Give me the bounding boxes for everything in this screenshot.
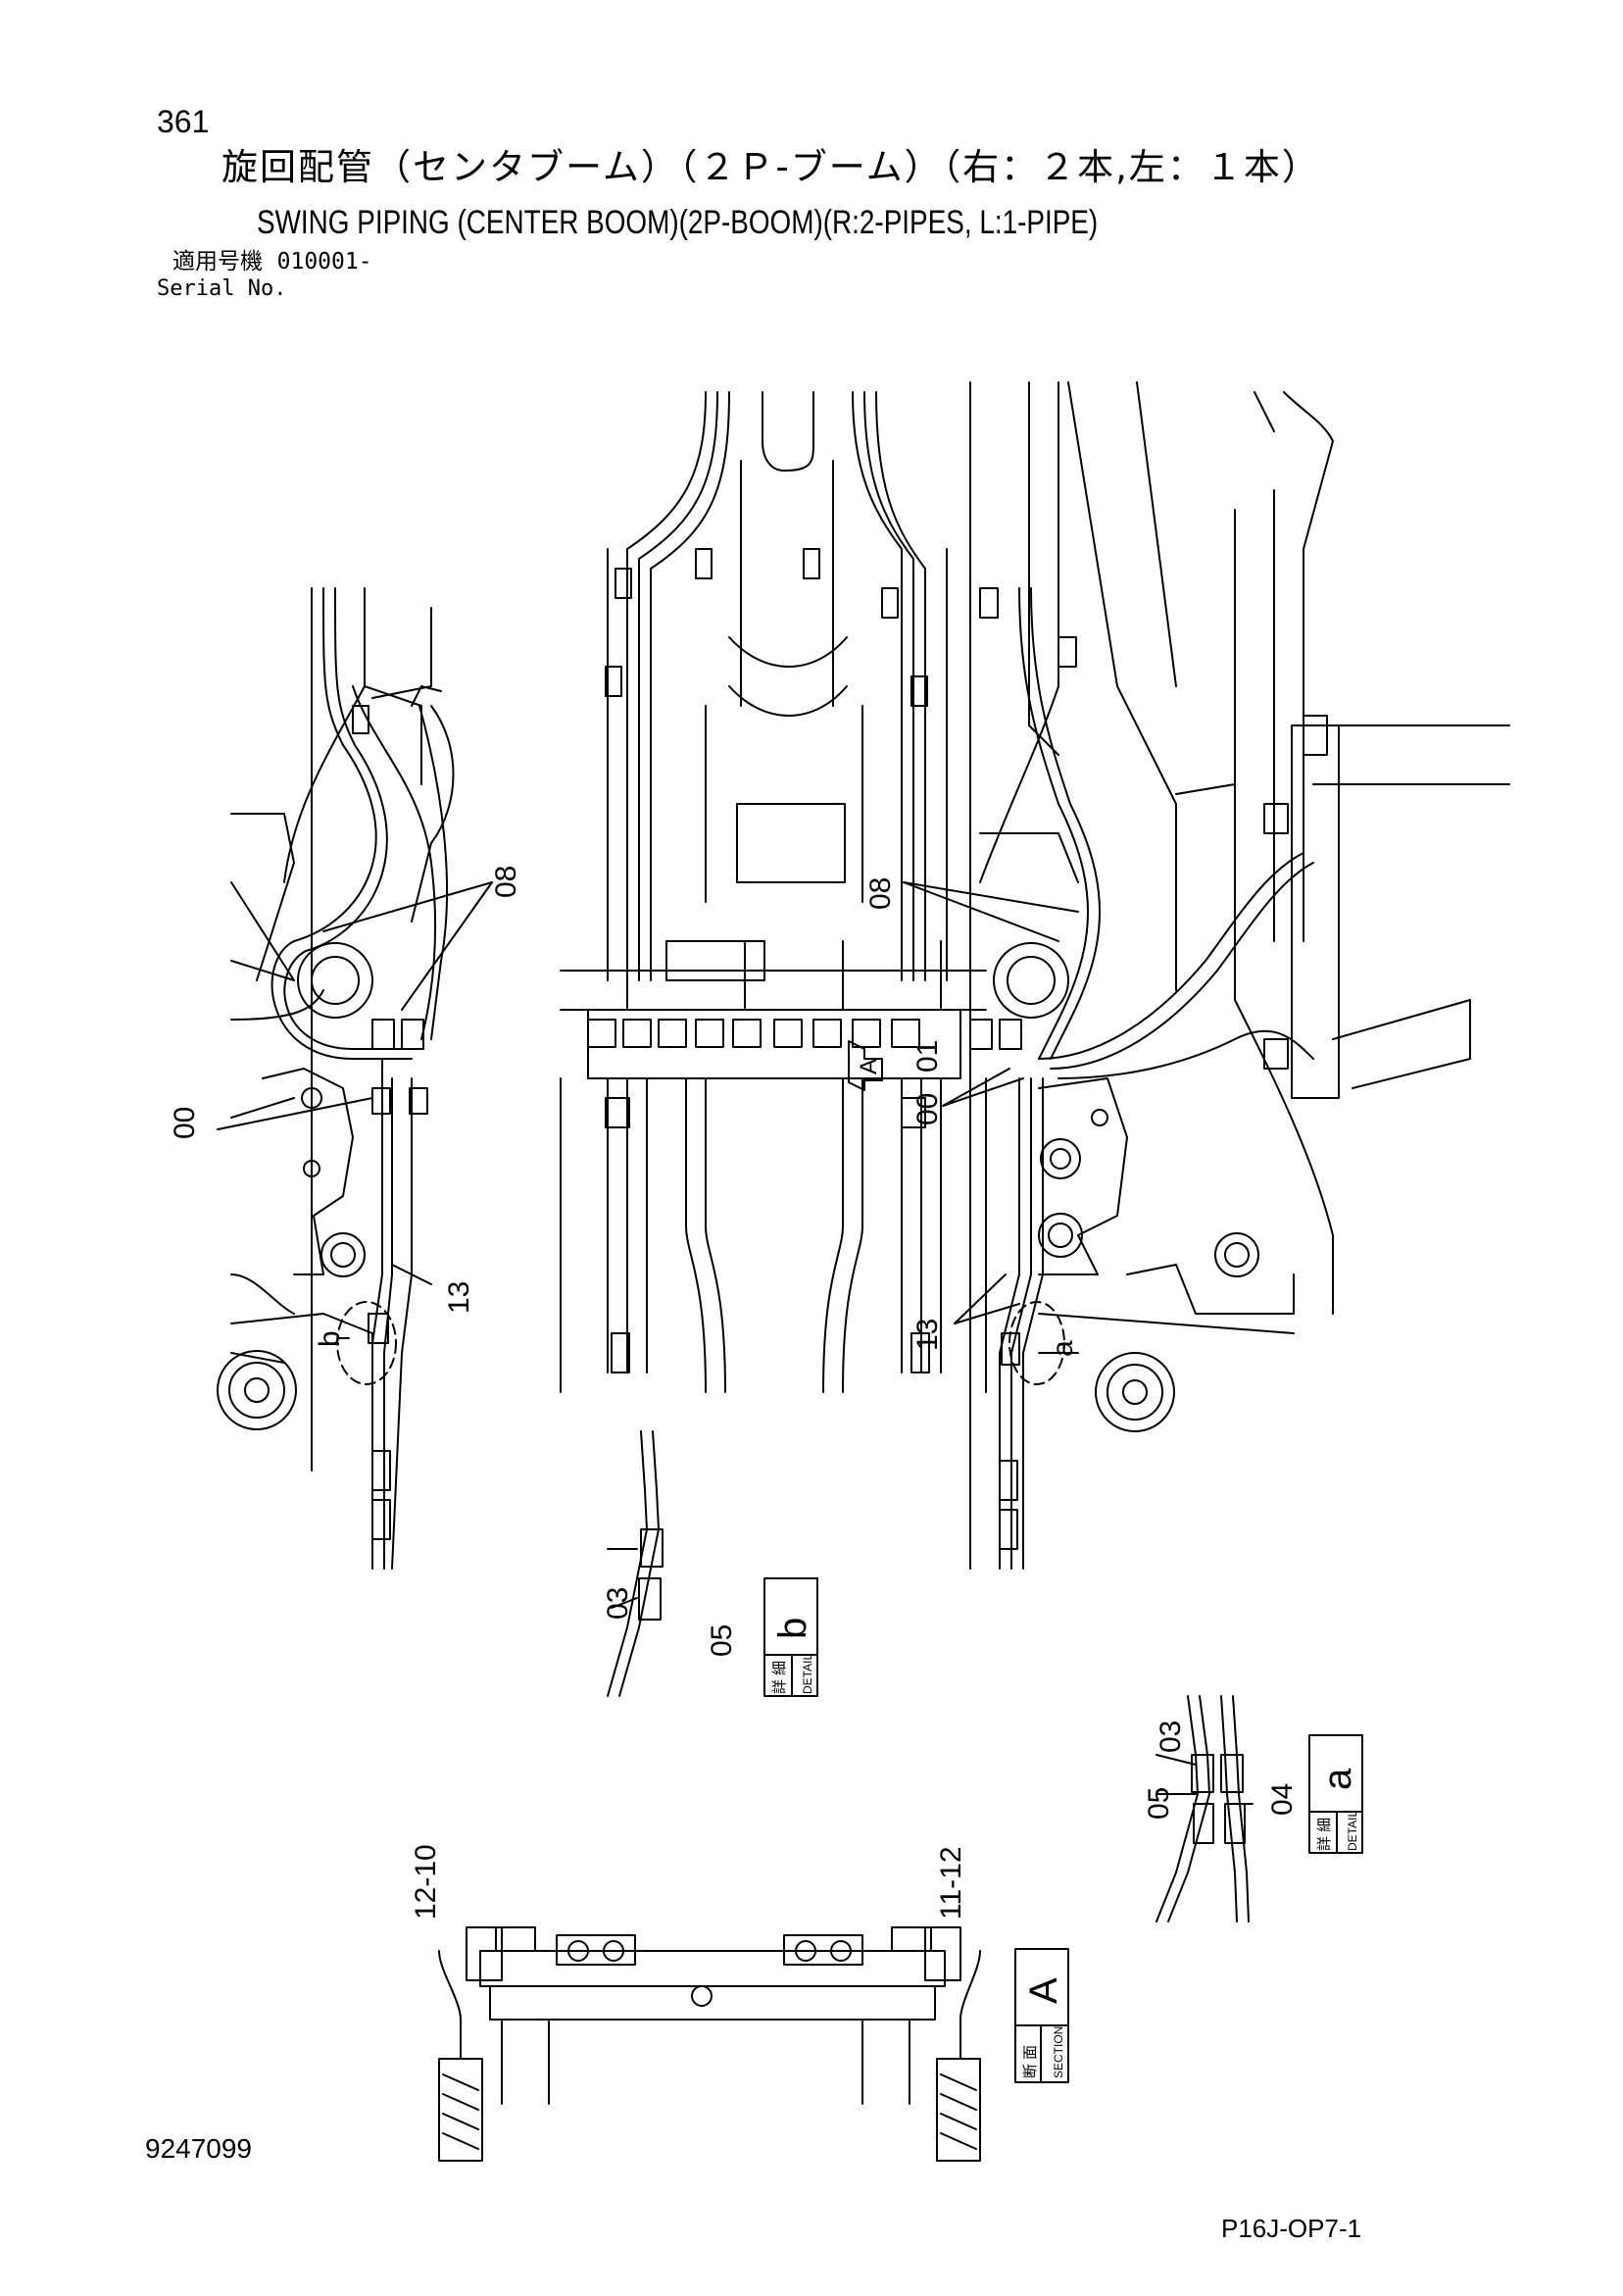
callout-a-right: a [1047, 1340, 1079, 1357]
serial-label-en: Serial No. [157, 276, 287, 301]
callout-08-right: 08 [864, 877, 897, 910]
detail-a-letter: a [1316, 1768, 1359, 1790]
callout-12-10-section: 12-10 [410, 1844, 442, 1920]
section-a-en: SECTION [1052, 2026, 1065, 2078]
callout-04-detail-a: 04 [1266, 1783, 1299, 1816]
callout-00-left: 00 [169, 1107, 201, 1139]
document-number: 9247099 [145, 2133, 253, 2164]
detail-a-drawing [1156, 1695, 1254, 1922]
right-view [903, 381, 1510, 1570]
section-a-jp: 断 面 [1022, 2045, 1039, 2078]
title-japanese: 旋回配管（センタブーム）（２Ｐ-ブーム）（右：２本,左：１本） [221, 146, 1320, 188]
callout-b-left: b [314, 1330, 346, 1347]
detail-b-letter: b [771, 1618, 814, 1639]
detail-b-drawing [607, 1430, 664, 1697]
detail-a-jp: 詳 細 [1316, 1818, 1333, 1851]
serial-applicable: 適用号機 010001- [172, 251, 372, 274]
detail-b-en: DETAIL [801, 1654, 814, 1694]
section-a-letter: A [1022, 1977, 1065, 2004]
callout-05-detail-b: 05 [706, 1624, 738, 1657]
page-code: P16J-OP7-1 [1221, 2214, 1362, 2243]
callout-11-12-section: 11-12 [935, 1846, 967, 1920]
section-a-drawing [438, 1926, 981, 2162]
detail-a-en: DETAIL [1346, 1811, 1359, 1851]
left-view [217, 587, 493, 1570]
callout-00-right: 00 [911, 1093, 944, 1125]
callout-03-detail-b: 03 [602, 1587, 634, 1620]
callout-03-detail-a: 03 [1155, 1721, 1187, 1753]
callout-13-left: 13 [443, 1281, 475, 1314]
callout-01-right: 01 [911, 1040, 944, 1073]
center-view [560, 391, 987, 1393]
callout-05-detail-a: 05 [1143, 1787, 1175, 1820]
view-arrow-a: A [856, 1059, 882, 1074]
callout-13-right: 13 [911, 1319, 944, 1351]
serial-label-jp: 適用号機 [172, 249, 263, 275]
callout-08-left: 08 [490, 866, 522, 898]
detail-b-jp: 詳 細 [771, 1661, 788, 1694]
page-number: 361 [157, 104, 210, 139]
title-english: SWING PIPING (CENTER BOOM)(2P-BOOM)(R:2-… [257, 204, 1099, 241]
serial-value: 010001- [276, 249, 372, 275]
